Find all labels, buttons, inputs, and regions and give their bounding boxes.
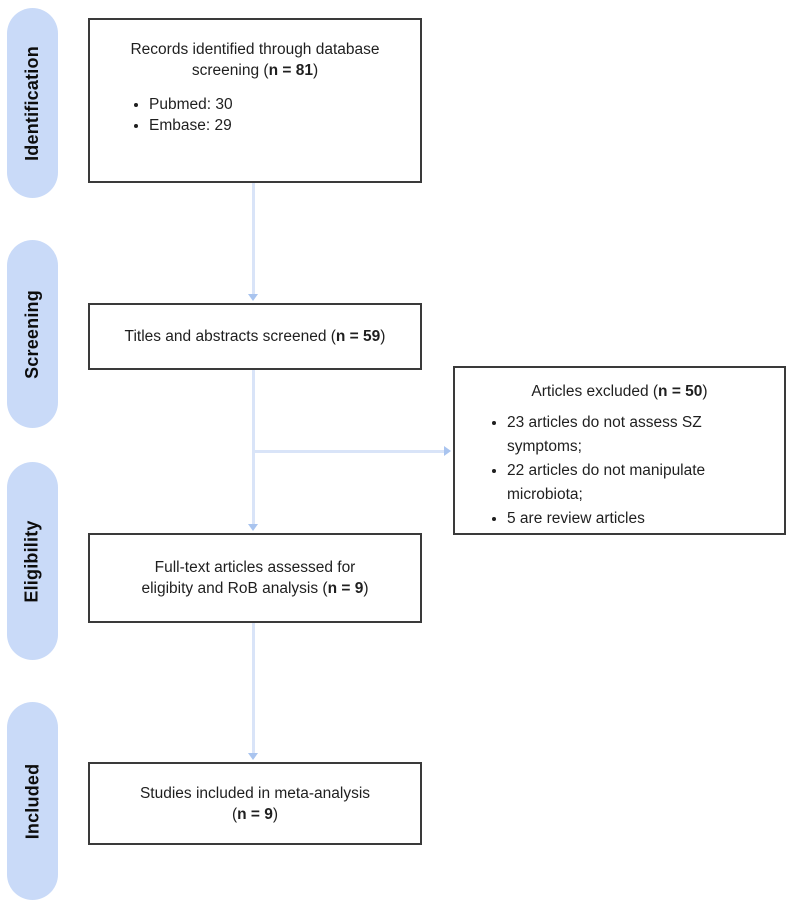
- box-studies-included: Studies included in meta-analysis (n = 9…: [88, 762, 422, 845]
- title-n: n = 50: [658, 383, 703, 400]
- title-line1: Records identified through database: [130, 41, 380, 58]
- box-titles-abstracts-screened: Titles and abstracts screened (n = 59): [88, 303, 422, 370]
- box-fulltext-assessed: Full-text articles assessed for eligibit…: [88, 533, 422, 623]
- box-articles-excluded-title: Articles excluded (n = 50): [471, 381, 768, 402]
- records-sources-list: Pubmed: 30 Embase: 29: [104, 94, 406, 136]
- text-suffix: ): [380, 328, 386, 345]
- box-articles-excluded: Articles excluded (n = 50) 23 articles d…: [453, 366, 786, 535]
- stage-label-identification: Identification: [22, 45, 42, 161]
- list-item: 23 articles do not assess SZ symptoms;: [507, 411, 768, 459]
- title-suffix: ): [702, 383, 708, 400]
- stage-pill-identification: Identification: [7, 8, 58, 198]
- text-line2-n: n = 9: [237, 805, 273, 823]
- text-line2-suffix: ): [363, 580, 369, 597]
- list-item: 5 are review articles: [507, 507, 768, 531]
- connector-branch-to-excluded: [253, 450, 444, 453]
- arrow-down-icon: [248, 294, 258, 301]
- connector-identification-to-screening: [252, 183, 255, 294]
- title-prefix: Articles excluded (: [531, 383, 659, 400]
- connector-screening-to-eligibility: [252, 370, 255, 524]
- arrow-down-icon: [248, 524, 258, 531]
- box-titles-abstracts-screened-text: Titles and abstracts screened (n = 59): [125, 326, 386, 347]
- arrow-right-icon: [444, 446, 451, 456]
- stage-label-eligibility: Eligibility: [22, 519, 42, 603]
- stage-label-included: Included: [22, 763, 43, 839]
- stage-pill-eligibility: Eligibility: [7, 462, 58, 660]
- text-line1: Studies included in meta-analysis: [139, 784, 371, 802]
- text-n: n = 59: [335, 328, 381, 345]
- stage-pill-screening: Screening: [7, 240, 58, 428]
- text-line2-suffix: ): [272, 805, 279, 823]
- text-line1: Full-text articles assessed for: [154, 559, 356, 576]
- text-line2-n: n = 9: [327, 580, 364, 597]
- text-line2-prefix: (: [231, 805, 238, 823]
- title-line2-suffix: ): [312, 62, 319, 79]
- connector-eligibility-to-included: [252, 623, 255, 753]
- box-records-identified-title: Records identified through database scre…: [104, 39, 406, 81]
- box-records-identified: Records identified through database scre…: [88, 18, 422, 183]
- box-studies-included-text: Studies included in meta-analysis (n = 9…: [140, 783, 370, 825]
- list-item: Embase: 29: [149, 115, 406, 136]
- text-line2-prefix: eligibity and RoB analysis (: [141, 580, 328, 597]
- text-prefix: Titles and abstracts screened (: [124, 328, 336, 345]
- title-line2-n: n = 81: [268, 62, 313, 79]
- stage-pill-included: Included: [7, 702, 58, 900]
- exclusion-reasons-list: 23 articles do not assess SZ symptoms; 2…: [471, 411, 768, 531]
- title-line2-prefix: screening (: [191, 62, 269, 79]
- box-fulltext-assessed-text: Full-text articles assessed for eligibit…: [141, 557, 368, 599]
- stage-label-screening: Screening: [22, 289, 42, 379]
- list-item: 22 articles do not manipulate microbiota…: [507, 459, 768, 507]
- arrow-down-icon: [248, 753, 258, 760]
- list-item: Pubmed: 30: [149, 94, 406, 115]
